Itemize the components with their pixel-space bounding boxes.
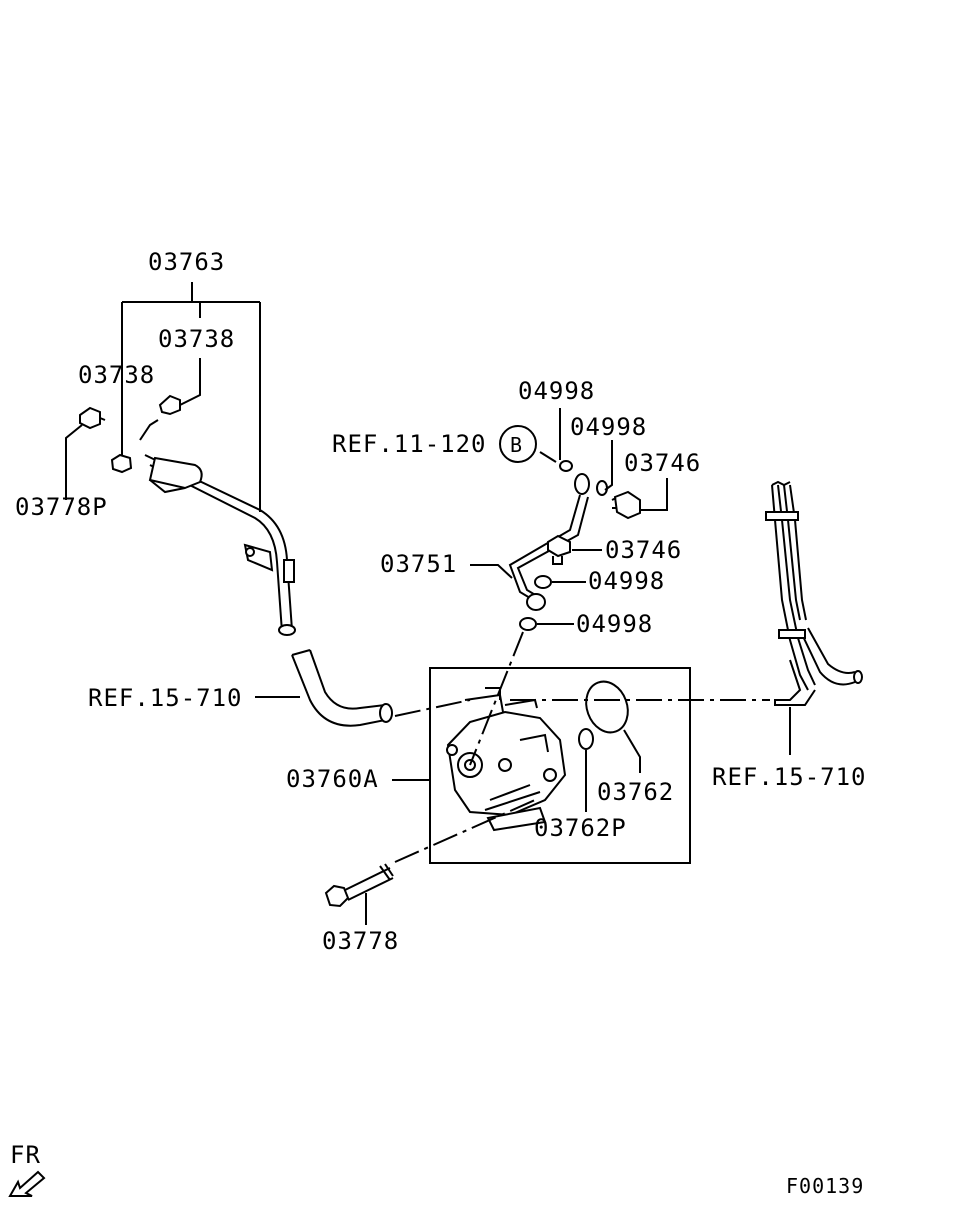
washer-04998-c[interactable] [534, 575, 552, 589]
reference-circle-b[interactable]: B [499, 425, 537, 463]
hose-ref-15-710-right[interactable] [765, 480, 863, 706]
pump-body-03760A[interactable] [446, 687, 567, 832]
front-arrow-icon [8, 1170, 46, 1197]
pipe-assembly-03763[interactable] [139, 419, 296, 636]
label-03738-left: 03738 [78, 361, 155, 389]
leader-03763 [65, 282, 261, 512]
label-ref-15-710-right: REF.15-710 [712, 763, 867, 791]
hose-ref-15-710-left[interactable] [291, 649, 393, 727]
washer-04998-b[interactable] [596, 480, 608, 496]
label-ref-11-120: REF.11-120 [332, 430, 487, 458]
leader-center [470, 408, 668, 625]
label-03778: 03778 [322, 927, 399, 955]
label-04998-b: 04998 [570, 413, 647, 441]
banjo-bolt-03746-a[interactable] [611, 490, 641, 520]
label-04998-c: 04998 [588, 567, 665, 595]
label-03751: 03751 [380, 550, 457, 578]
oring-03762P[interactable] [578, 728, 594, 750]
label-03778P: 03778P [15, 493, 108, 521]
label-03746-b: 03746 [605, 536, 682, 564]
washer-04998-d[interactable] [519, 617, 537, 631]
label-03760A: 03760A [286, 765, 379, 793]
label-03763: 03763 [148, 248, 225, 276]
washer-04998-a[interactable] [559, 460, 573, 472]
label-fr: FR [10, 1141, 41, 1169]
label-04998-d: 04998 [576, 610, 653, 638]
leader-box [392, 729, 641, 812]
label-03746-a: 03746 [624, 449, 701, 477]
alignment-lines [394, 631, 770, 863]
banjo-bolt-03746-b[interactable] [547, 534, 571, 565]
label-03762: 03762 [597, 778, 674, 806]
label-03738-right: 03738 [158, 325, 235, 353]
label-04998-a: 04998 [518, 377, 595, 405]
gasket-03762[interactable] [579, 676, 634, 739]
fuel-line-03751[interactable] [508, 473, 590, 611]
label-03762P: 03762P [534, 814, 627, 842]
fitting-03738-right[interactable] [158, 394, 181, 416]
box-03760A [429, 667, 691, 864]
bolt-03778P[interactable] [79, 406, 106, 430]
bolt-03778[interactable] [324, 863, 394, 908]
label-ref-15-710-left: REF.15-710 [88, 684, 243, 712]
figure-id: F00139 [786, 1174, 864, 1198]
circle-b-text: B [510, 433, 523, 457]
fitting-03738-left[interactable] [110, 453, 133, 474]
